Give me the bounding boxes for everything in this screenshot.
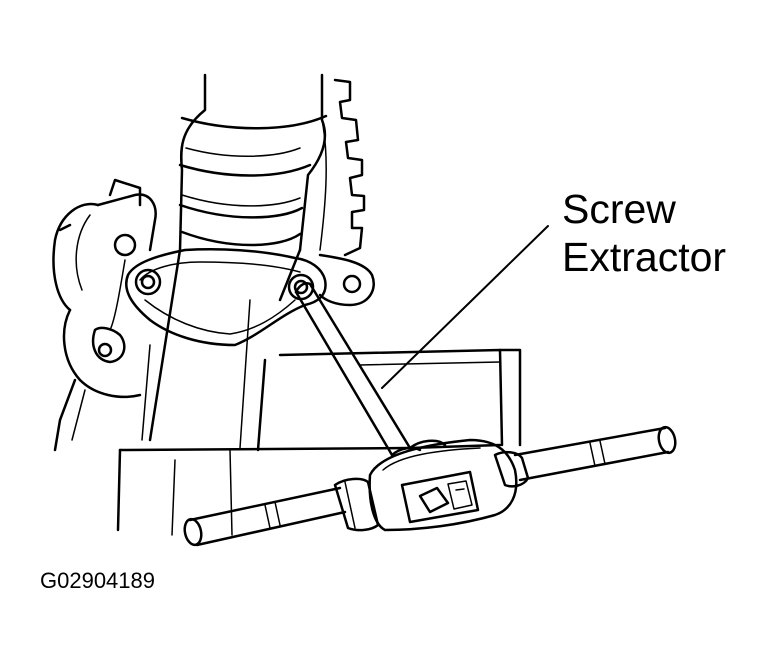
figure-code: G02904189 bbox=[40, 568, 155, 593]
extractor-shaft bbox=[294, 282, 412, 457]
callout-label-line2: Extractor bbox=[562, 234, 727, 280]
callout-leader-line bbox=[381, 225, 549, 389]
tap-wrench bbox=[183, 425, 677, 547]
column-serrated-edge bbox=[319, 78, 366, 257]
left-bracket bbox=[52, 178, 157, 452]
callout-label-line1: Screw bbox=[562, 186, 676, 232]
steering-column-shaft bbox=[178, 73, 328, 252]
column-lower-body bbox=[141, 248, 302, 452]
column-clamp bbox=[125, 248, 375, 347]
